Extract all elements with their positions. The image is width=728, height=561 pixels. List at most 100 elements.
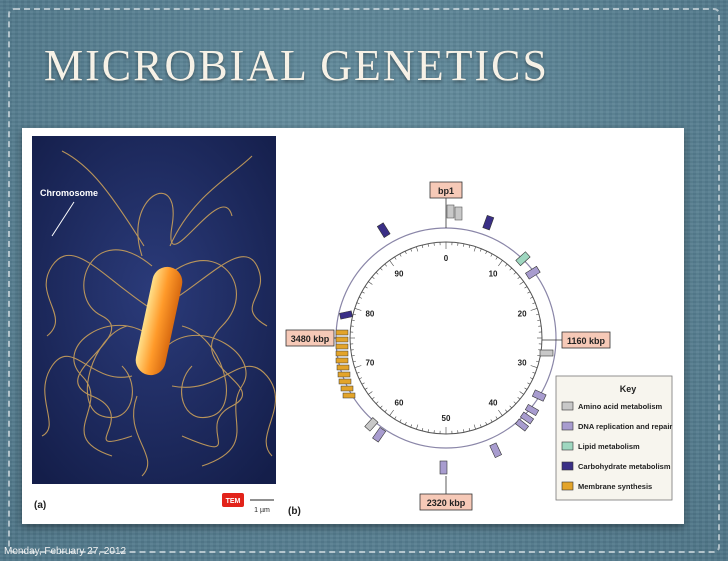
ring-tick: [375, 272, 379, 275]
ring-tick: [532, 302, 536, 305]
ring-tick: [536, 360, 540, 363]
ring-tick: [495, 256, 498, 260]
ring-tick: [359, 296, 362, 299]
ring-tick-label: 60: [395, 399, 404, 408]
gene-dna-repair: [515, 418, 529, 432]
ring-tick: [530, 308, 538, 311]
ring-tick: [380, 267, 383, 271]
ring-tick: [527, 291, 531, 294]
membrane-synthesis-cluster: [335, 329, 356, 399]
ring-tick: [368, 391, 373, 395]
ring-tick: [399, 419, 402, 423]
ring-tick: [468, 428, 471, 432]
ring-tick: [410, 424, 413, 428]
key-swatch: [561, 441, 574, 451]
ring-tick: [351, 355, 355, 357]
ring-tick: [356, 302, 360, 305]
ring-tick: [416, 424, 419, 430]
panel-a-label: (a): [34, 500, 46, 511]
ring-tick: [479, 424, 482, 428]
marker-top-label: bp1: [438, 186, 454, 196]
footer-date: Monday, February 27, 2012: [4, 546, 127, 557]
key-swatch: [561, 461, 574, 471]
ring-tick: [359, 377, 362, 380]
key-swatch: [561, 421, 574, 431]
key-swatch: [561, 401, 574, 411]
tem-badge: [222, 493, 244, 507]
ring-tick: [394, 256, 397, 260]
gene-dna-repair: [525, 265, 541, 280]
gene-carbohydrate: [376, 222, 391, 238]
panel-b-label: (b): [288, 506, 301, 517]
ring-ticks: [350, 242, 542, 434]
ring-tick: [468, 244, 471, 248]
gene-amino-acid: [364, 417, 379, 432]
ring-tick: [361, 382, 365, 385]
ring-tick: [351, 319, 355, 321]
scale-bar-label: 1 µm: [254, 507, 270, 514]
ring-tick: [368, 281, 373, 285]
chromosome-label: Chromosome: [40, 188, 98, 198]
gene-amino-acid: [446, 204, 455, 219]
gene-lipid: [515, 251, 531, 267]
ring-tick: [463, 429, 465, 433]
gene-dna-repair: [531, 389, 547, 402]
gene-carbohydrate: [339, 310, 353, 320]
ring-tick: [532, 371, 536, 374]
ring-tick-label: 10: [489, 269, 498, 278]
marker-right-label: 1160 kbp: [567, 336, 606, 346]
ring-tick: [399, 253, 402, 257]
ring-tick: [416, 246, 419, 252]
ring-tick: [519, 391, 524, 395]
ring-tick-label: 70: [365, 359, 374, 368]
ring-tick: [509, 405, 512, 409]
gene-amino-acid: [454, 206, 463, 221]
ring-tick: [524, 286, 528, 289]
ring-tick: [473, 246, 476, 252]
ring-tick: [404, 251, 407, 254]
ring-tick: [517, 276, 521, 279]
ring-tick: [352, 360, 356, 363]
ring-tick: [490, 253, 493, 257]
ring-tick: [356, 371, 360, 374]
bacterial-cell: [135, 266, 183, 376]
ring-tick: [421, 428, 424, 432]
ring-tick-label: 20: [518, 309, 527, 318]
ring-tick: [410, 248, 413, 252]
ring-tick: [537, 319, 541, 321]
gene-dna-repair: [524, 403, 540, 417]
gene-carbohydrate: [482, 214, 495, 231]
marker-bottom-box: [419, 493, 473, 511]
ring-tick: [536, 313, 540, 316]
marker-bottom-label: 2320 kbp: [427, 498, 466, 508]
ring-tick: [505, 409, 508, 413]
ring-tick: [505, 263, 508, 267]
stitched-border: [8, 8, 720, 553]
gene-dna-repair: [372, 426, 387, 443]
key-item-label: Amino acid metabolism: [578, 402, 663, 411]
dna-strands: [41, 150, 276, 477]
ring-tick: [394, 416, 397, 420]
marker-top-box: [429, 181, 463, 199]
ring-tick: [364, 286, 368, 289]
genome-ring-inner: [349, 241, 543, 435]
ring-tick: [384, 409, 387, 413]
ring-tick: [524, 387, 528, 390]
tem-badge-label: TEM: [226, 498, 241, 505]
ring-tick: [361, 291, 365, 294]
ring-tick: [371, 397, 375, 400]
ring-tick: [513, 272, 517, 275]
marker-left-label: 3480 kbp: [291, 334, 330, 344]
ring-tick: [463, 243, 465, 247]
ring-tick: [389, 409, 394, 416]
ring-tick: [513, 401, 517, 404]
ring-tick: [364, 387, 368, 390]
slide-title: MICROBIAL GENETICS: [44, 41, 549, 90]
ring-tick: [479, 248, 482, 252]
ring-tick-label: 50: [442, 414, 451, 423]
marker-left-box: [285, 329, 335, 347]
